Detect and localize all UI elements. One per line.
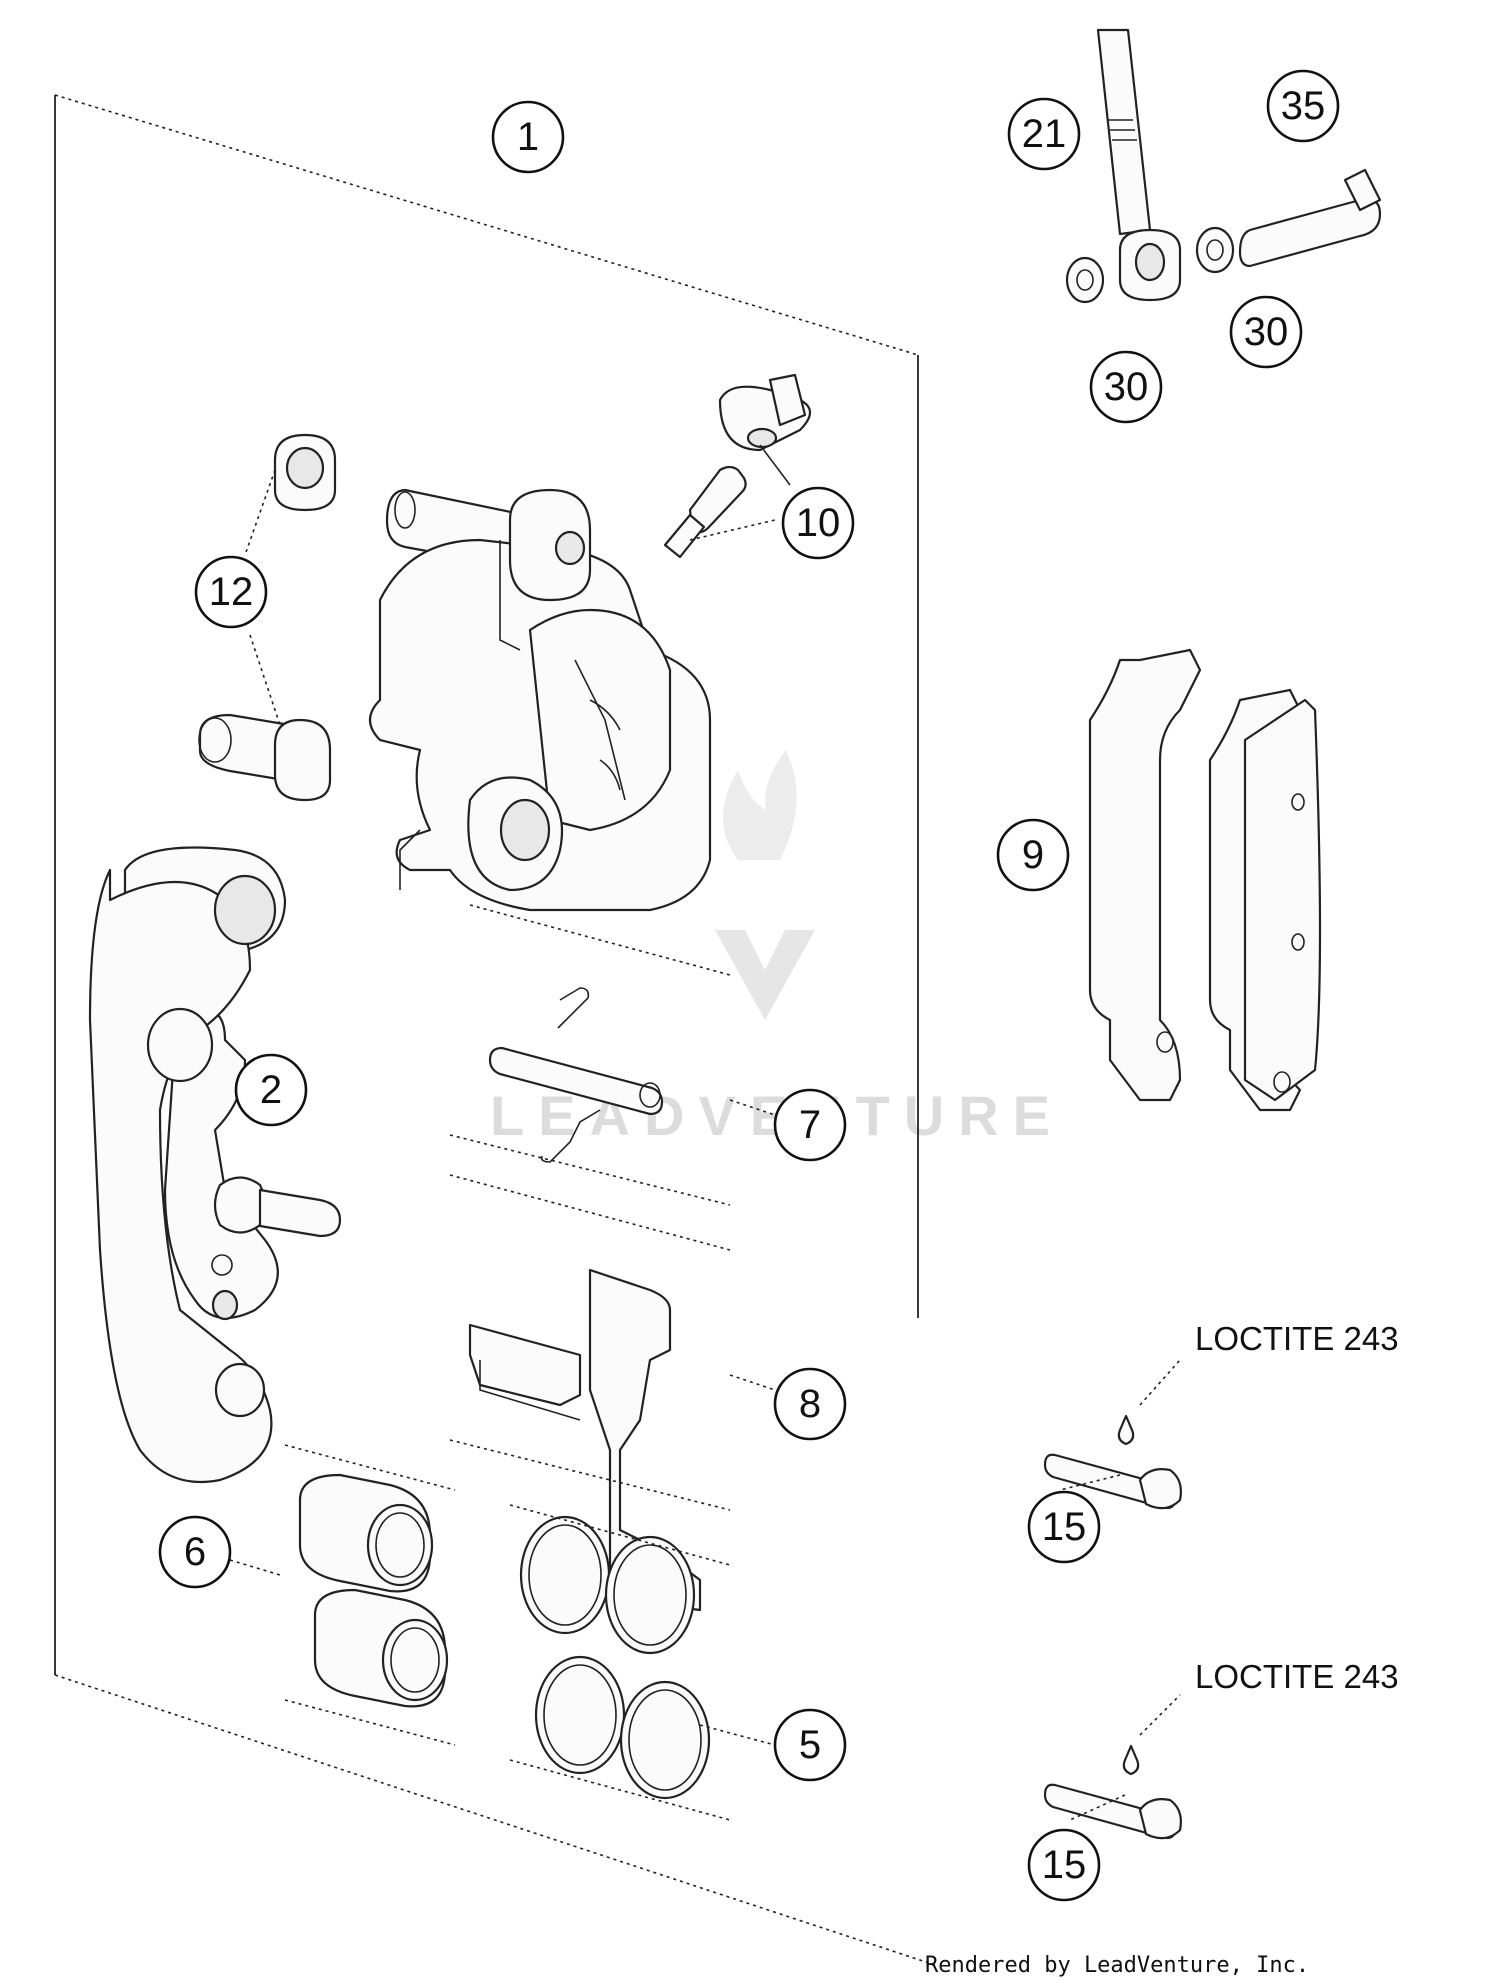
banjo-assembly (1065, 28, 1382, 304)
watermark-v-icon (715, 930, 815, 1020)
svg-text:2: 2 (260, 1068, 282, 1112)
kit-frame (54, 94, 936, 1966)
callout-15-lower: 15 (1027, 1828, 1101, 1902)
callout-5: 5 (773, 1708, 847, 1782)
pistons (298, 1473, 449, 1708)
kit-separators (284, 904, 731, 1821)
svg-text:8: 8 (799, 1382, 821, 1426)
callout-7: 7 (773, 1088, 847, 1162)
screw-upper (1043, 1414, 1182, 1510)
callout-10: 10 (781, 486, 855, 560)
bleeder-valve (663, 373, 812, 559)
svg-text:7: 7 (799, 1103, 821, 1147)
svg-text:30: 30 (1104, 365, 1149, 409)
loctite-note-upper: LOCTITE 243 (1195, 1320, 1399, 1357)
loctite-note-lower: LOCTITE 243 (1195, 1658, 1399, 1695)
svg-text:9: 9 (1022, 833, 1044, 877)
leader-lines (229, 444, 1181, 1821)
callout-1: 1 (491, 100, 565, 174)
brake-pads (1088, 648, 1322, 1112)
callout-2: 2 (234, 1053, 308, 1127)
caliper-bushings (198, 433, 337, 802)
brake-caliper-body (368, 488, 712, 912)
footer-credit: Rendered by LeadVenture, Inc. (925, 1953, 1309, 1978)
callout-9: 9 (996, 818, 1070, 892)
svg-text:10: 10 (796, 501, 841, 545)
pin-and-clips (488, 987, 664, 1163)
svg-text:1: 1 (517, 115, 539, 159)
caliper-bracket (88, 846, 342, 1484)
svg-text:6: 6 (184, 1530, 206, 1574)
svg-text:21: 21 (1022, 112, 1067, 156)
callout-8: 8 (773, 1367, 847, 1441)
piston-seals (519, 1515, 711, 1800)
callout-35: 35 (1266, 69, 1340, 143)
svg-text:12: 12 (209, 570, 254, 614)
callout-30-upper: 30 (1229, 295, 1303, 369)
svg-text:15: 15 (1042, 1505, 1087, 1549)
svg-text:30: 30 (1244, 310, 1289, 354)
screw-lower (1043, 1744, 1182, 1840)
svg-text:5: 5 (799, 1723, 821, 1767)
callout-6: 6 (158, 1515, 232, 1589)
callout-30-lower: 30 (1089, 350, 1163, 424)
callout-12: 12 (194, 555, 268, 629)
callout-21: 21 (1007, 97, 1081, 171)
svg-text:15: 15 (1042, 1843, 1087, 1887)
svg-text:35: 35 (1281, 84, 1326, 128)
callout-15-upper: 15 (1027, 1490, 1101, 1564)
watermark-flame-icon (723, 750, 797, 860)
